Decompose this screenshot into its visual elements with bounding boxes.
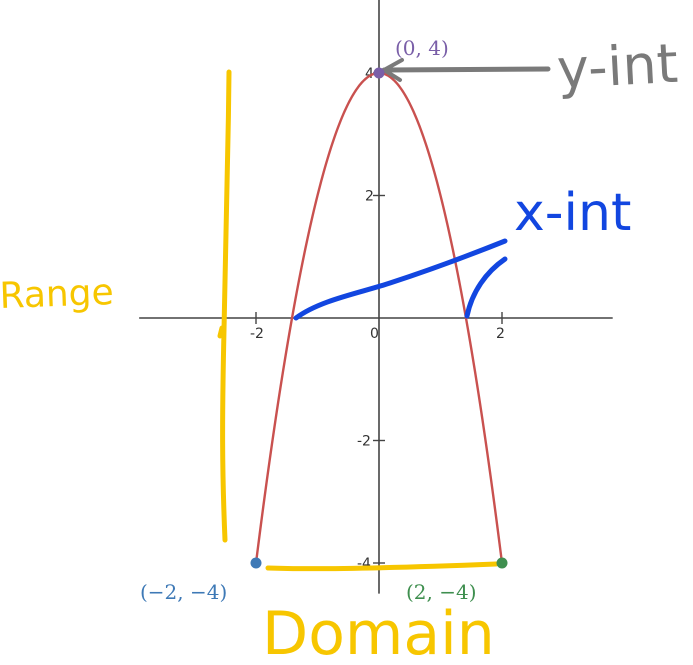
data-point (496, 557, 508, 569)
domain-bar-stroke (265, 561, 499, 572)
y-int-annotation: y-int (555, 32, 679, 101)
x-int-annotation: x-int (514, 183, 631, 243)
data-point (250, 557, 262, 569)
y-tick-label: 4 (365, 66, 374, 82)
x-tick-label: -2 (250, 326, 264, 342)
domain-annotation: Domain (262, 599, 495, 665)
range-tick-stroke (217, 325, 225, 339)
annotation-strokes (217, 58, 551, 572)
y-tick-label: 2 (365, 189, 374, 205)
x-tick-label: 0 (370, 326, 379, 342)
x-tick-label: 2 (496, 326, 505, 342)
data-point (373, 67, 385, 79)
point-label: (2, −4) (406, 580, 477, 604)
y-int-arrowhead-stroke (382, 58, 404, 82)
point-label: (0, 4) (395, 36, 449, 60)
y-tick-label: -2 (357, 434, 371, 450)
range-bar-stroke (220, 69, 232, 543)
y-int-arrow-stroke (381, 66, 551, 73)
data-points: (0, 4) (−2, −4) (2, −4) (140, 36, 508, 604)
point-label: (−2, −4) (140, 580, 227, 604)
x-int-left-stroke (293, 238, 508, 321)
x-int-right-stroke (464, 256, 508, 319)
range-annotation: Range (0, 272, 114, 317)
